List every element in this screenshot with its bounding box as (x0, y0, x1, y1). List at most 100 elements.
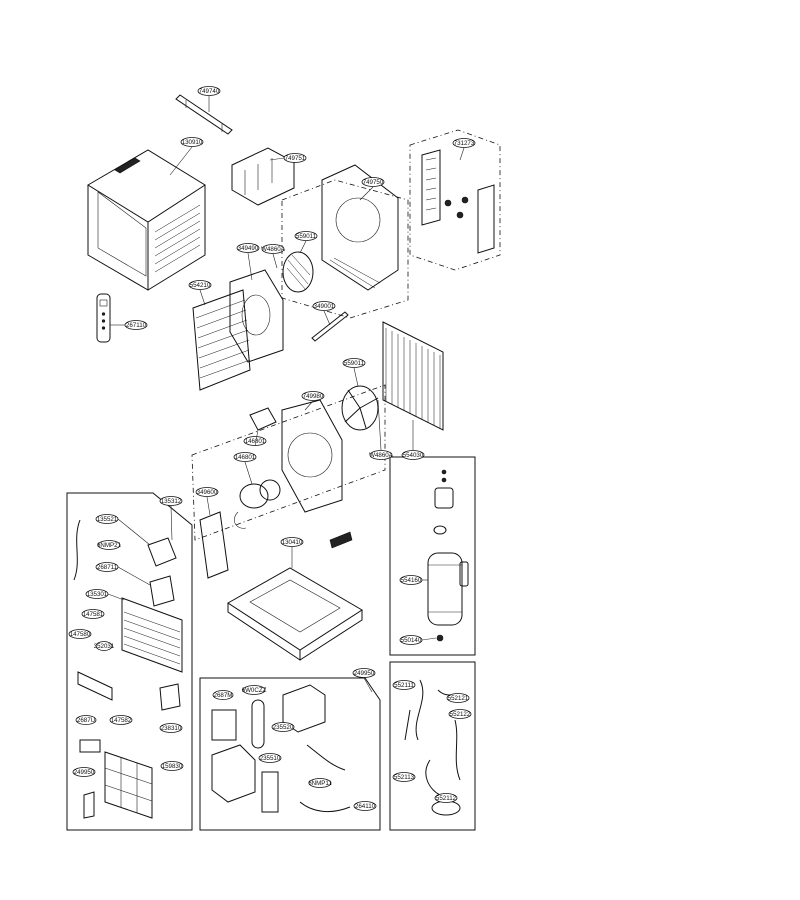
label-749751: 749751 (283, 153, 307, 163)
label-6nmp21: 6NMP21 (97, 540, 122, 550)
svg-text:267110: 267110 (126, 322, 147, 329)
electrical-parts (211, 684, 351, 813)
label-550140: 550140 (399, 635, 423, 645)
compressor-box (389, 456, 476, 656)
svg-text:552111: 552111 (394, 682, 414, 689)
label-352031: 352031 (94, 641, 115, 651)
evaporator-bracket-part (229, 269, 284, 363)
label-146801: 146801 (233, 452, 257, 462)
svg-text:147582: 147582 (111, 717, 132, 724)
svg-text:352031: 352031 (94, 643, 115, 650)
fan-motor-part (234, 479, 281, 529)
svg-text:146801: 146801 (235, 454, 256, 461)
label-235520: 235520 (271, 722, 295, 732)
svg-text:349600: 349600 (197, 489, 218, 496)
motor-mount-part (249, 407, 277, 431)
svg-text:2687M: 2687M (214, 692, 233, 699)
remote-control-part (96, 293, 111, 343)
compressor-part (427, 469, 469, 642)
svg-text:135521: 135521 (97, 516, 118, 523)
upper-assembly-outline (281, 179, 409, 319)
label-146801-top: 146801 (243, 436, 267, 446)
label-559011-upper: 559011 (294, 231, 318, 241)
svg-text:249950: 249950 (354, 670, 375, 677)
label-159830: 159830 (160, 761, 184, 771)
svg-text:130410: 130410 (282, 539, 303, 546)
condenser-coil-part (382, 321, 444, 431)
label-w4860a-lower: W4860A (369, 450, 394, 460)
base-pan-part (227, 531, 363, 661)
label-349490: 349490 (236, 243, 260, 253)
shroud-part (281, 399, 343, 513)
label-554210: 554210 (188, 280, 212, 290)
label-2687u: 2687U (75, 715, 97, 725)
svg-text:235520: 235520 (273, 724, 294, 731)
label-135301: 135301 (85, 589, 109, 599)
drain-tray-part (231, 147, 295, 206)
svg-text:749980: 749980 (303, 393, 324, 400)
label-238310: 238310 (159, 723, 183, 733)
label-147580: 147580 (68, 629, 92, 639)
svg-text:6W0CZZ: 6W0CZZ (242, 687, 267, 694)
label-249950-left: 249950 (72, 767, 96, 777)
svg-text:6NMP21: 6NMP21 (97, 542, 122, 549)
svg-text:554030: 554030 (403, 452, 424, 459)
lower-assembly-outline (191, 384, 386, 541)
label-w4860a-upper: W4860A (261, 244, 286, 254)
label-349001: 349001 (312, 301, 336, 311)
svg-text:6NMP11: 6NMP11 (308, 780, 332, 787)
svg-text:552112: 552112 (436, 795, 457, 802)
svg-text:147580: 147580 (70, 631, 91, 638)
evaporator-coil-part (192, 289, 251, 391)
svg-text:349490: 349490 (238, 245, 259, 252)
label-2687m: 2687M (212, 690, 234, 700)
blower-wheel-part (282, 251, 314, 293)
svg-text:554160: 554160 (401, 577, 422, 584)
svg-text:2687U: 2687U (77, 717, 95, 724)
electrical-box (199, 677, 381, 831)
top-rail-part (175, 94, 233, 135)
svg-text:559011: 559011 (344, 360, 365, 367)
part-labels: 749740 130910 749751 749750 731273 34949… (68, 86, 476, 811)
label-6w0cz: 6W0CZZ (242, 685, 267, 695)
label-235510: 235510 (258, 753, 282, 763)
front-panel-box (66, 492, 193, 831)
label-749980: 749980 (301, 391, 325, 401)
label-749740: 749740 (197, 86, 221, 96)
svg-text:146801: 146801 (245, 438, 266, 445)
label-552122: 552122 (448, 709, 472, 719)
label-349600: 349600 (195, 487, 219, 497)
label-267110: 267110 (124, 320, 148, 330)
svg-text:147581: 147581 (83, 611, 104, 618)
svg-text:235510: 235510 (260, 755, 281, 762)
label-135312: 135312 (159, 496, 183, 506)
pipes-box (389, 661, 476, 831)
svg-text:249950: 249950 (74, 769, 95, 776)
motor-bracket-part (199, 511, 229, 579)
label-552111: 552111 (392, 680, 416, 690)
label-731273: 731273 (452, 138, 476, 148)
label-559011-lower: 559011 (342, 358, 366, 368)
shaft-part (311, 311, 349, 342)
svg-text:W4860A: W4860A (369, 452, 394, 459)
svg-text:559011: 559011 (296, 233, 317, 240)
svg-text:135301: 135301 (87, 591, 108, 598)
svg-text:749751: 749751 (285, 155, 306, 162)
label-264110: 264110 (353, 801, 377, 811)
label-552112: 552112 (434, 793, 458, 803)
svg-text:268711: 268711 (97, 564, 118, 571)
svg-text:135312: 135312 (161, 498, 182, 505)
condenser-fan-part (341, 385, 379, 431)
label-554160: 554160 (399, 575, 423, 585)
svg-text:550140: 550140 (401, 637, 422, 644)
svg-text:238310: 238310 (161, 725, 182, 732)
label-249950-top: 249950 (352, 668, 376, 678)
control-panel-part (409, 129, 501, 271)
blower-housing-part (321, 164, 399, 291)
svg-text:130910: 130910 (182, 139, 203, 146)
cabinet-part (87, 149, 206, 291)
label-135521: 135521 (95, 514, 119, 524)
label-130910: 130910 (180, 137, 204, 147)
svg-text:552122: 552122 (450, 711, 471, 718)
